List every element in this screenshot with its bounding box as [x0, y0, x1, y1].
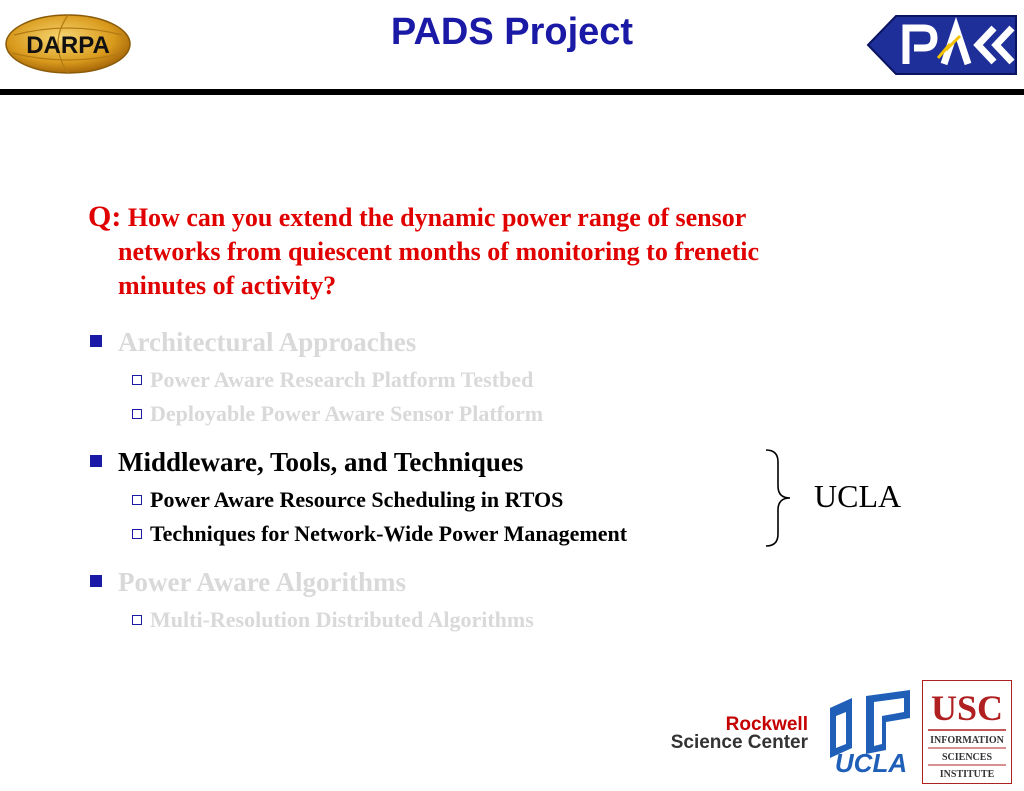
bullet-label: Power Aware Algorithms	[118, 567, 406, 597]
sub-item-label: Techniques for Network-Wide Power Manage…	[150, 521, 628, 546]
bullet-power-aware-algorithms: Power Aware Algorithms	[90, 566, 406, 598]
usc-logo: USC INFORMATION SCIENCES INSTITUTE	[922, 680, 1012, 789]
pac-logo	[866, 14, 1020, 81]
darpa-logo: DARPA	[4, 13, 132, 80]
svg-text:INFORMATION: INFORMATION	[930, 735, 1004, 746]
question-block: Q: How can you extend the dynamic power …	[88, 200, 908, 303]
ucla-logo-text: UCLA	[835, 748, 907, 778]
hollow-square-icon	[132, 529, 142, 539]
square-bullet-icon	[90, 575, 102, 587]
question-prefix: Q:	[88, 200, 122, 233]
sub-item-label: Deployable Power Aware Sensor Platform	[150, 401, 544, 426]
svg-text:SCIENCES: SCIENCES	[942, 752, 992, 763]
sub-item: Power Aware Resource Scheduling in RTOS	[132, 486, 563, 514]
sub-item: Deployable Power Aware Sensor Platform	[132, 400, 543, 428]
hollow-square-icon	[132, 495, 142, 505]
brace-label: UCLA	[814, 478, 902, 514]
hollow-square-icon	[132, 375, 142, 385]
question-line-2: networks from quiescent months of monito…	[118, 237, 760, 266]
rockwell-line-2: Science Center	[670, 732, 808, 753]
page-title: PADS Project	[390, 11, 634, 53]
question-line-1: How can you extend the dynamic power ran…	[127, 203, 747, 232]
rockwell-logo: Rockwell Science Center	[640, 714, 808, 753]
darpa-logo-text: DARPA	[26, 32, 110, 59]
header-divider	[0, 89, 1024, 95]
square-bullet-icon	[90, 455, 102, 467]
bullet-middleware-tools: Middleware, Tools, and Techniques	[90, 446, 523, 478]
curly-brace-icon	[762, 448, 792, 553]
sub-item-label: Power Aware Research Platform Testbed	[150, 367, 534, 392]
usc-logo-text: USC	[931, 688, 1003, 728]
bullet-label: Middleware, Tools, and Techniques	[118, 447, 524, 477]
sub-item: Multi-Resolution Distributed Algorithms	[132, 606, 534, 634]
svg-text:INSTITUTE: INSTITUTE	[940, 769, 995, 780]
hollow-square-icon	[132, 409, 142, 419]
square-bullet-icon	[90, 335, 102, 347]
rockwell-line-1: Rockwell	[725, 714, 808, 735]
sub-item: Techniques for Network-Wide Power Manage…	[132, 520, 627, 548]
sub-item-label: Power Aware Resource Scheduling in RTOS	[150, 487, 564, 512]
question-line-3: minutes of activity?	[118, 271, 337, 300]
sub-item: Power Aware Research Platform Testbed	[132, 366, 533, 394]
ucla-logo: UCLA	[826, 688, 916, 783]
hollow-square-icon	[132, 615, 142, 625]
bullet-architectural-approaches: Architectural Approaches	[90, 326, 416, 358]
bullet-label: Architectural Approaches	[118, 327, 417, 357]
sub-item-label: Multi-Resolution Distributed Algorithms	[150, 607, 534, 632]
